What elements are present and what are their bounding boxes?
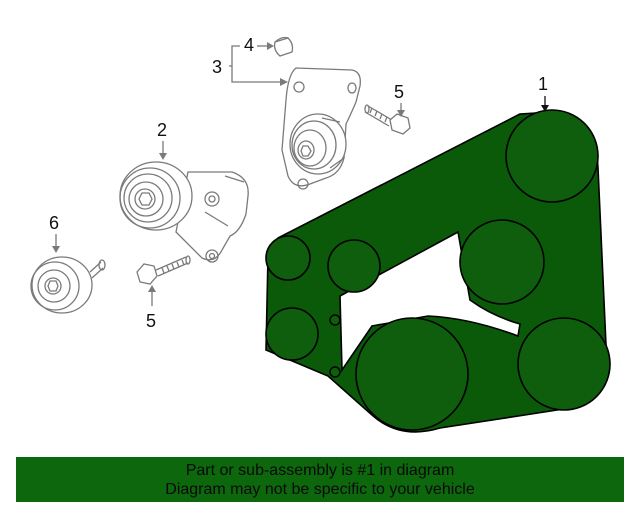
- tensioner-part-2[interactable]: [119, 161, 249, 263]
- callout-5-upper: 5: [394, 82, 404, 102]
- bolt-upper-part-5[interactable]: [364, 104, 411, 135]
- leader-3: [229, 45, 282, 83]
- serpentine-belt-part-1[interactable]: [265, 109, 611, 433]
- callout-2: 2: [157, 120, 167, 140]
- arrow-5-upper: [397, 110, 405, 117]
- arrow-1: [541, 105, 549, 112]
- callout-1: 1: [538, 74, 548, 94]
- callout-4: 4: [244, 35, 254, 55]
- cap-part-4[interactable]: [273, 36, 294, 57]
- arrow-5-lower: [148, 285, 156, 292]
- notice-line-part: Part or sub-assembly is #1 in diagram: [185, 462, 455, 479]
- notice-line-vehicle: Diagram may not be specific to your vehi…: [165, 481, 475, 498]
- callout-3: 3: [212, 57, 222, 77]
- callout-6: 6: [49, 213, 59, 233]
- arrow-4: [267, 42, 274, 50]
- arrow-2: [159, 153, 167, 160]
- callout-5-lower: 5: [146, 311, 156, 331]
- bolt-lower-part-5[interactable]: [136, 255, 191, 285]
- diagram-notice-banner: Part or sub-assembly is #1 in diagram Di…: [16, 457, 624, 502]
- arrow-6: [52, 246, 60, 253]
- bracket-assembly-part-3[interactable]: [281, 67, 361, 190]
- idler-pulley-part-6[interactable]: [30, 256, 106, 314]
- arrow-3: [280, 78, 288, 86]
